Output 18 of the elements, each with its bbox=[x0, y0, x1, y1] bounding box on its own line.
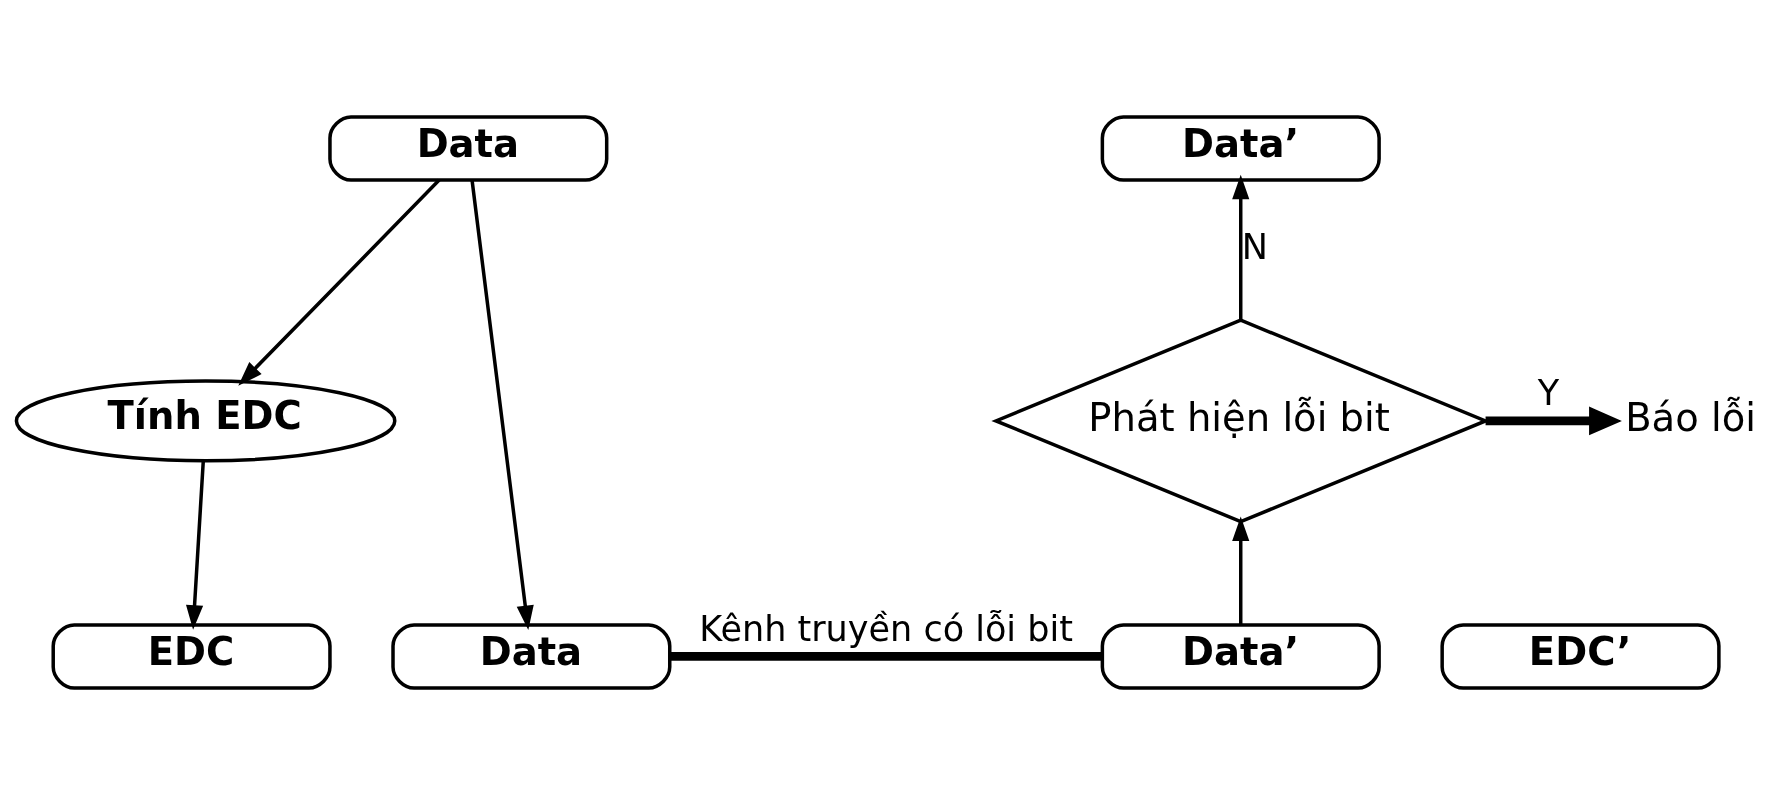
node-box: Data bbox=[391, 623, 672, 690]
connector bbox=[669, 652, 1102, 661]
arrow bbox=[238, 178, 441, 386]
node-box: EDC’ bbox=[1440, 623, 1721, 690]
arrow bbox=[1232, 516, 1250, 625]
node-text: Báo lỗi bbox=[1625, 394, 1756, 440]
arrow bbox=[1232, 174, 1250, 320]
node-box: Data’ bbox=[1100, 115, 1381, 182]
edge-label: Kênh truyền có lỗi bit bbox=[699, 607, 1073, 649]
node-box: EDC bbox=[51, 623, 332, 690]
arrow bbox=[470, 180, 534, 631]
node-box: Data’ bbox=[1100, 623, 1381, 690]
edge-label: N bbox=[1241, 225, 1268, 267]
edge-label: Y bbox=[1537, 372, 1560, 414]
arrow bbox=[1485, 406, 1622, 436]
arrow bbox=[186, 460, 206, 630]
node-box: Data bbox=[328, 115, 609, 182]
node-ellipse: Tính EDC bbox=[14, 379, 397, 463]
